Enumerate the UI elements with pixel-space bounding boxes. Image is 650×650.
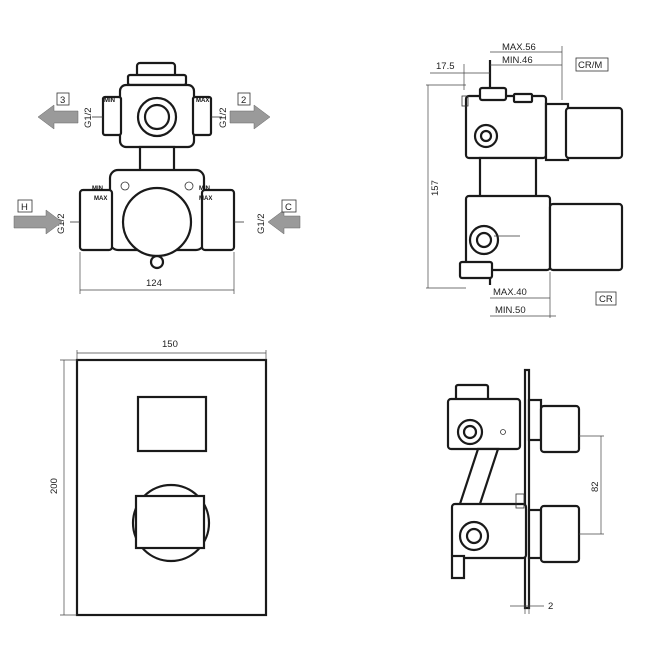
thread-label-port-2: G1/2 <box>218 107 229 128</box>
dimension-2: 2 <box>548 601 553 612</box>
max-label-right: MAX <box>199 196 212 202</box>
min-label-upper-left: MIN <box>104 98 115 104</box>
min-label-left: MIN <box>92 186 103 192</box>
body-front-view: MIN MAX MIN MAX MIN MAX G1/2 G1/2 G1/2 G… <box>13 61 301 294</box>
port-h-label: H <box>21 202 28 213</box>
arrow-left-port-3-icon: 3 <box>37 92 79 130</box>
port-3-label: 3 <box>60 95 65 106</box>
thread-label-port-3: G1/2 <box>83 107 94 128</box>
dimension-max-56: MAX.56 <box>502 42 536 53</box>
arrow-in-c-icon: C <box>267 199 301 235</box>
port-c-label: C <box>285 202 292 213</box>
max-label-left: MAX <box>94 196 107 202</box>
dimension-200: 200 <box>49 478 60 494</box>
max-label-upper-right: MAX <box>196 98 209 104</box>
arrow-right-port-2-icon: 2 <box>229 92 271 130</box>
dimension-150: 150 <box>162 339 178 350</box>
dimension-max-40: MAX.40 <box>493 287 527 298</box>
cr-label: CR <box>599 294 613 305</box>
dimension-82: 82 <box>590 481 601 492</box>
installed-side-view: 82 2 <box>446 368 604 614</box>
thread-label-port-c: G1/2 <box>256 213 267 234</box>
cr-m-label: CR/M <box>578 60 602 71</box>
port-2-label: 2 <box>241 95 246 106</box>
arrow-in-h-icon: H <box>13 199 63 235</box>
thread-label-port-h: G1/2 <box>56 213 67 234</box>
dimension-min-46: MIN.46 <box>502 55 533 66</box>
cover-plate-front-view: 150 200 <box>49 339 268 617</box>
dimension-124: 124 <box>146 278 162 289</box>
dimension-min-50: MIN.50 <box>495 305 526 316</box>
dimension-157: 157 <box>430 180 441 196</box>
dimension-17-5: 17.5 <box>436 61 455 72</box>
body-side-view: 157 17.5 MAX.56 MIN.46 CR/M MAX.40 MIN.5… <box>426 42 624 318</box>
min-label-right: MIN <box>199 186 210 192</box>
